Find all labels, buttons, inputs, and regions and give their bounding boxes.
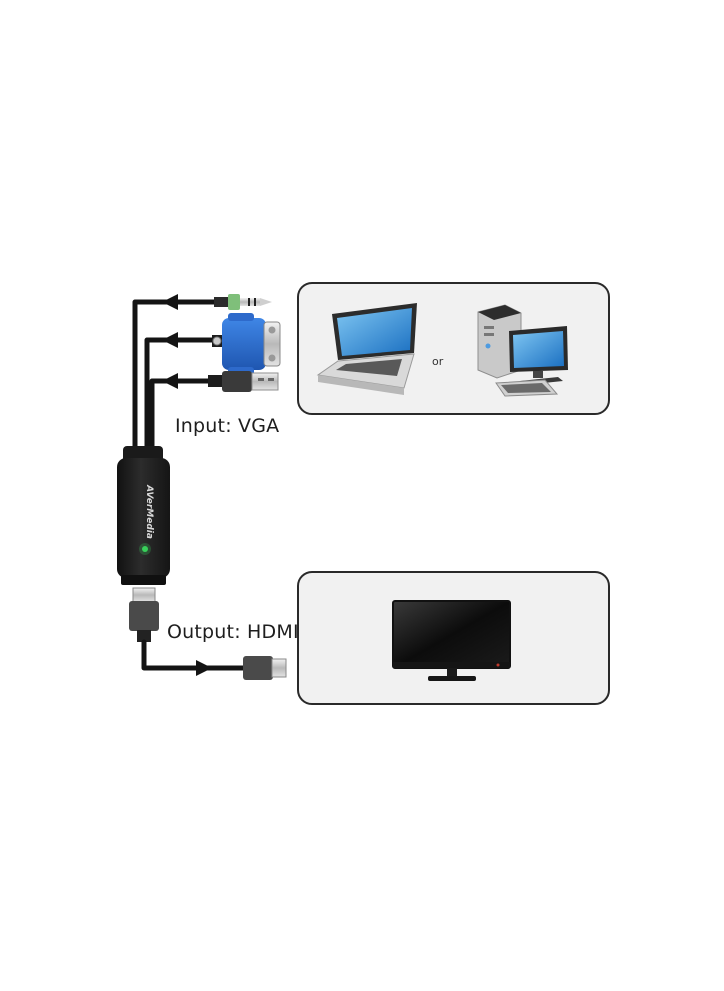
input-label: Input: VGA <box>175 415 280 437</box>
brand-logo: AVerMedia <box>144 484 154 539</box>
converter-adapter: AVerMedia <box>117 446 170 585</box>
status-led-icon <box>142 546 148 552</box>
input-cables <box>132 299 218 463</box>
arrow-right-icon <box>196 660 212 676</box>
desktop-computer-icon <box>477 304 568 397</box>
monitor-icon <box>392 600 511 681</box>
arrow-left-icon <box>162 373 178 389</box>
or-label: or <box>432 355 444 368</box>
laptop-icon <box>316 303 417 395</box>
output-label: Output: HDMI <box>167 621 299 643</box>
hdmi-plug-icon <box>129 587 159 642</box>
arrow-left-icon <box>162 294 178 310</box>
arrow-left-icon <box>162 332 178 348</box>
vga-connector-icon <box>212 313 281 375</box>
hdmi-connector-icon <box>243 656 287 680</box>
input-arrow-icons <box>162 294 178 389</box>
audio-jack-icon <box>214 294 272 310</box>
usb-connector-icon <box>208 371 279 392</box>
output-cable <box>141 639 248 671</box>
